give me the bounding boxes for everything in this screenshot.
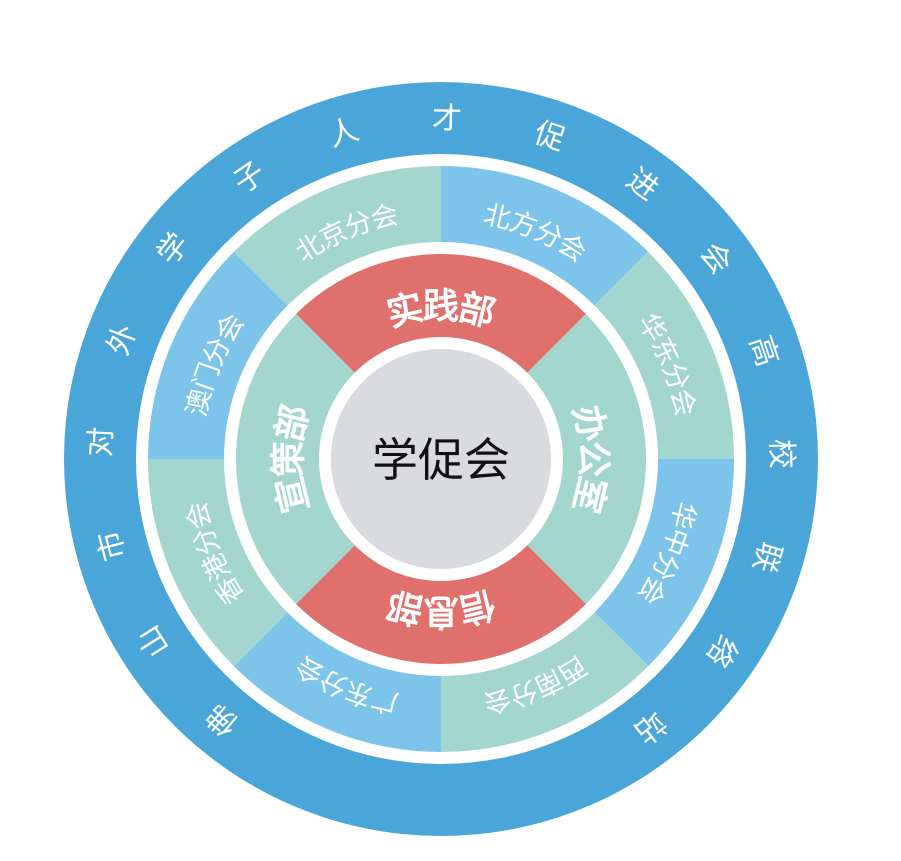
branch-segment: [233, 612, 441, 752]
branch-segment: [594, 459, 734, 667]
branch-segment: [148, 251, 288, 459]
department-segment: [527, 314, 646, 604]
outer-ring-char: 校: [763, 439, 798, 470]
department-segment: [296, 254, 586, 373]
department-label: 信息部: [383, 583, 499, 632]
center-circle: [331, 349, 551, 569]
branch-segment: [441, 166, 649, 306]
center-label: 学促会: [372, 433, 510, 487]
department-label: 宣策部: [268, 401, 317, 517]
branch-segment: [148, 459, 288, 667]
branch-segment: [233, 166, 441, 306]
branch-segment: [441, 612, 649, 752]
outer-ring-char: 对: [83, 426, 119, 458]
department-segment: [236, 314, 355, 604]
department-segment: [296, 545, 586, 664]
department-label: 办公室: [565, 401, 614, 517]
branch-segment: [594, 251, 734, 459]
outer-ring-char: 才: [432, 101, 463, 137]
department-label: 实践部: [383, 287, 499, 336]
